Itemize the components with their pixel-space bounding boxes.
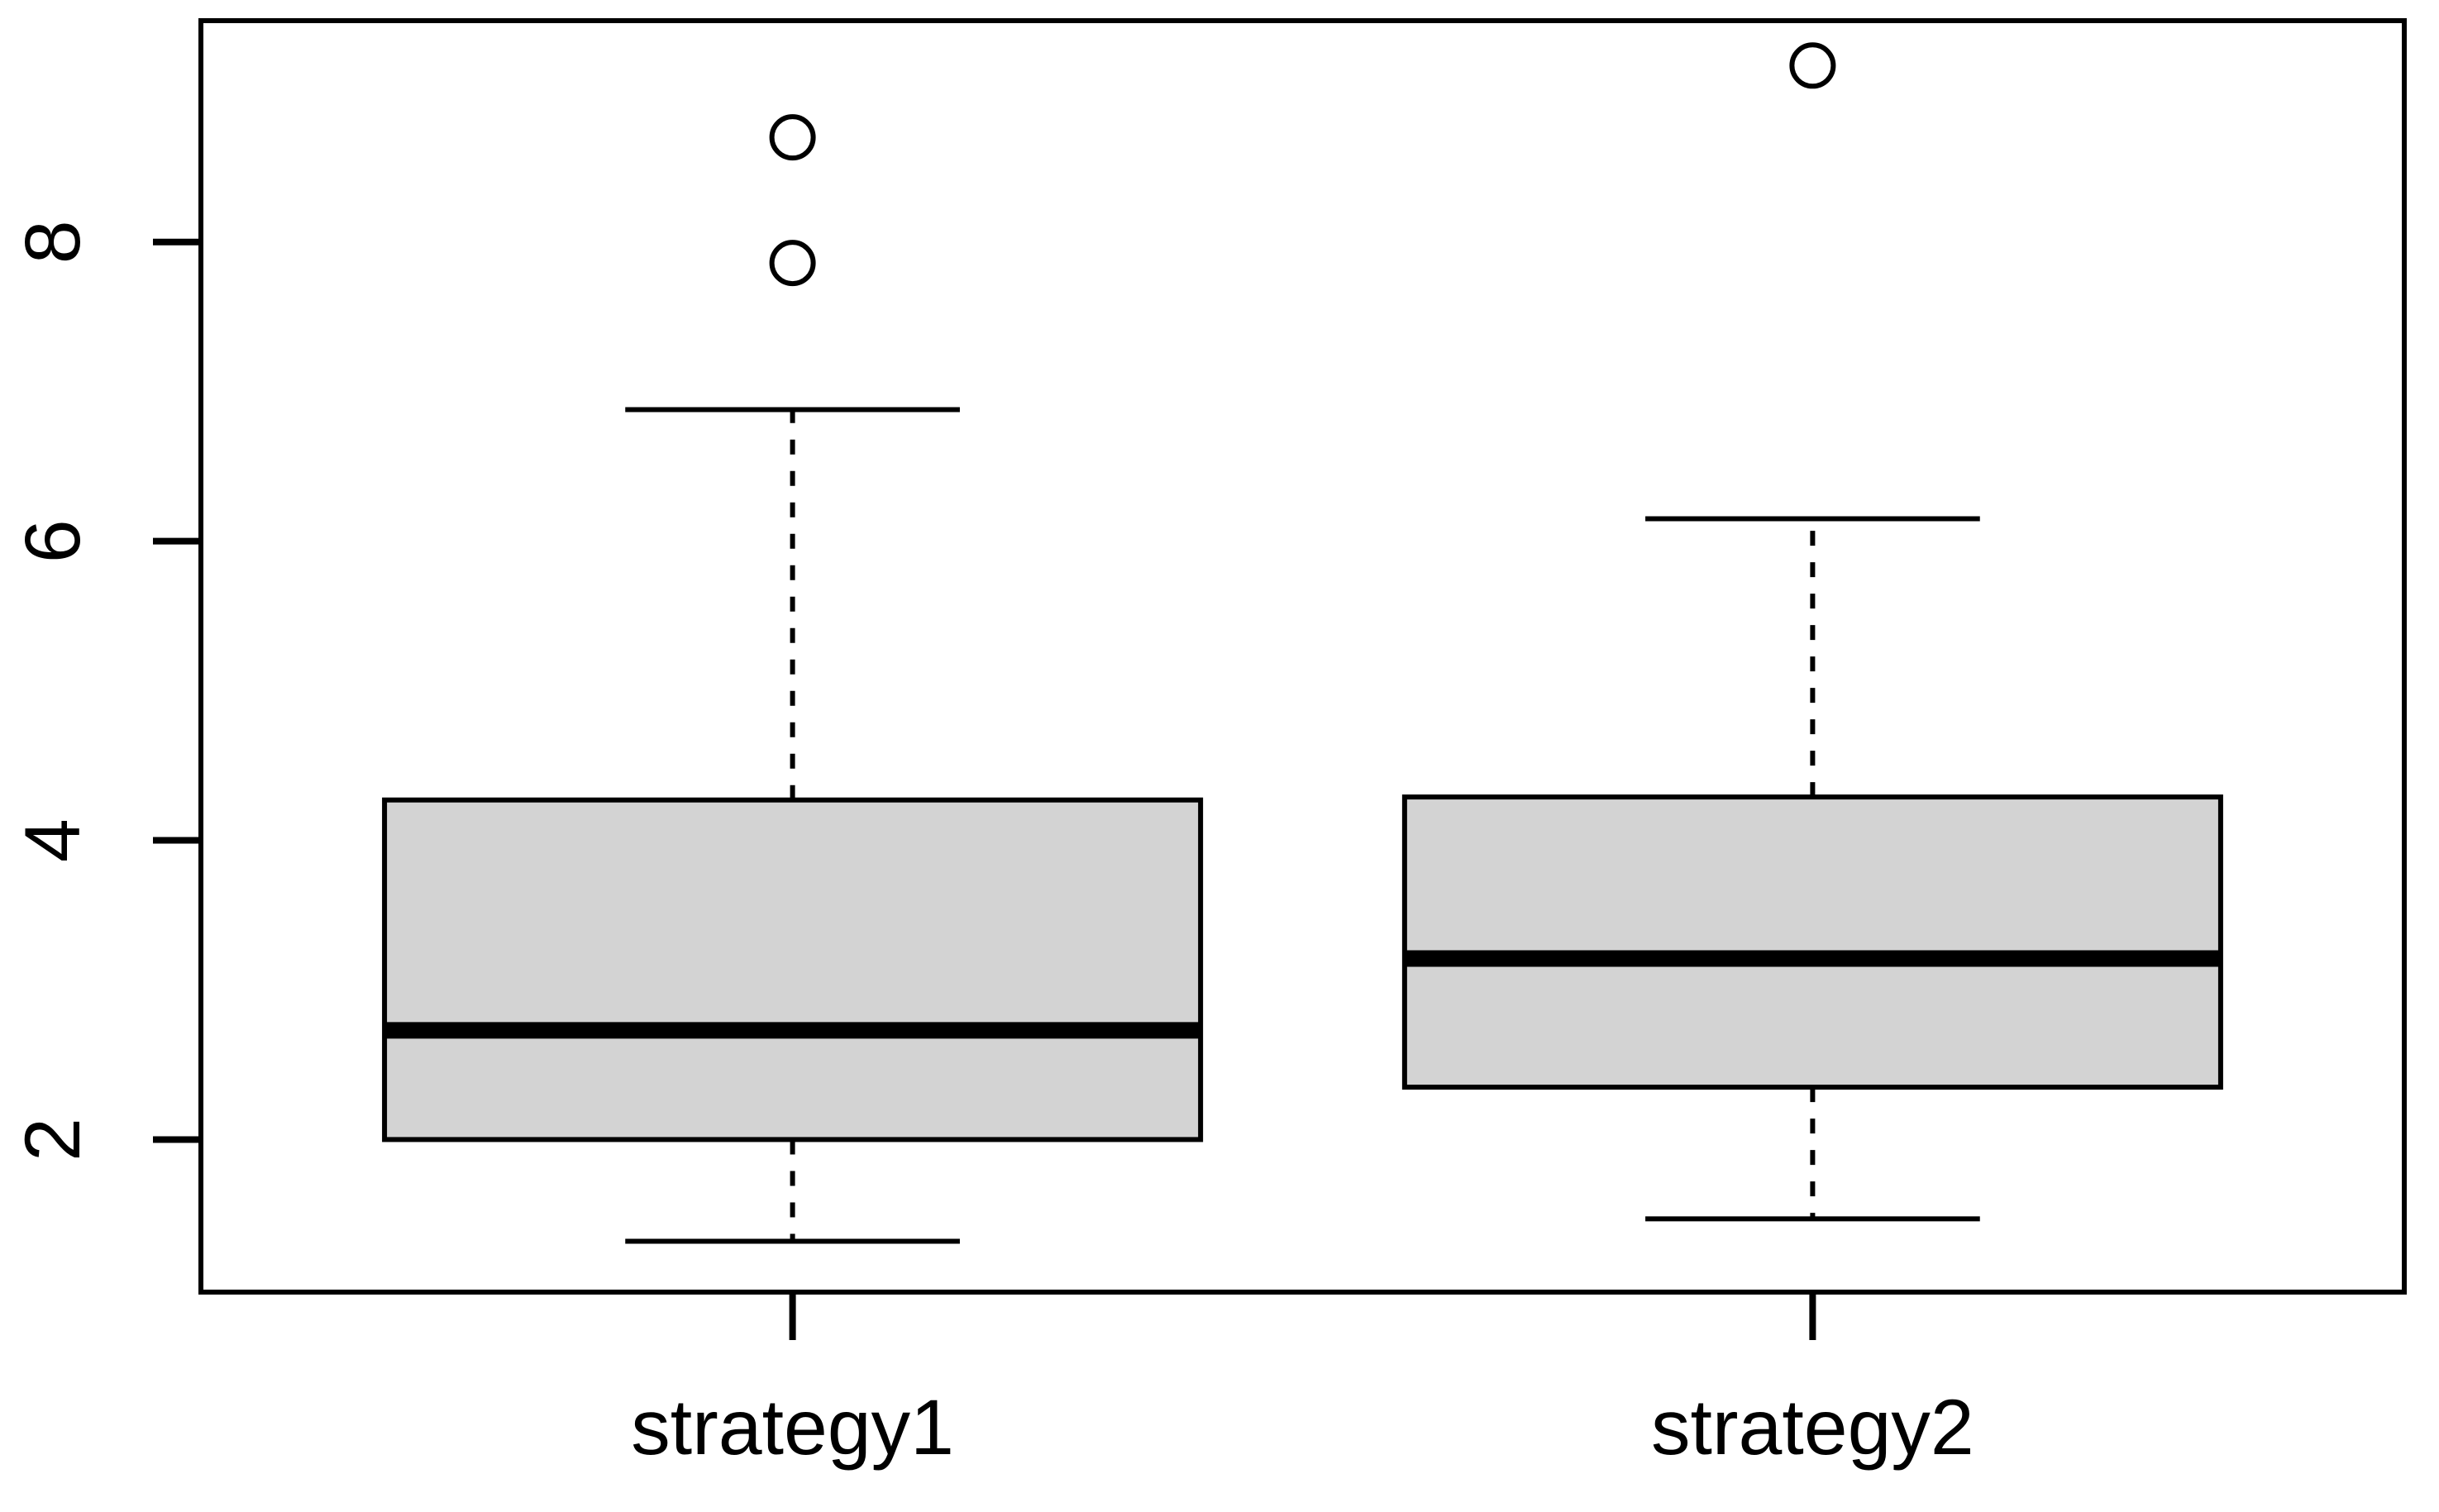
y-axis-tick-label: 8	[9, 220, 97, 264]
x-axis-category-label: strategy1	[631, 1384, 954, 1471]
iqr-box	[382, 797, 1204, 1142]
x-axis-category-label: strategy2	[1651, 1384, 1974, 1471]
y-axis-tick-label: 6	[9, 519, 97, 563]
outlier-point	[769, 240, 816, 287]
outlier-point	[769, 114, 816, 161]
plot-frame	[198, 18, 2407, 1295]
y-axis-tick-label: 2	[9, 1118, 97, 1161]
y-axis-tick-label: 4	[9, 818, 97, 862]
outlier-point	[1789, 42, 1836, 89]
iqr-box	[1401, 794, 2223, 1090]
